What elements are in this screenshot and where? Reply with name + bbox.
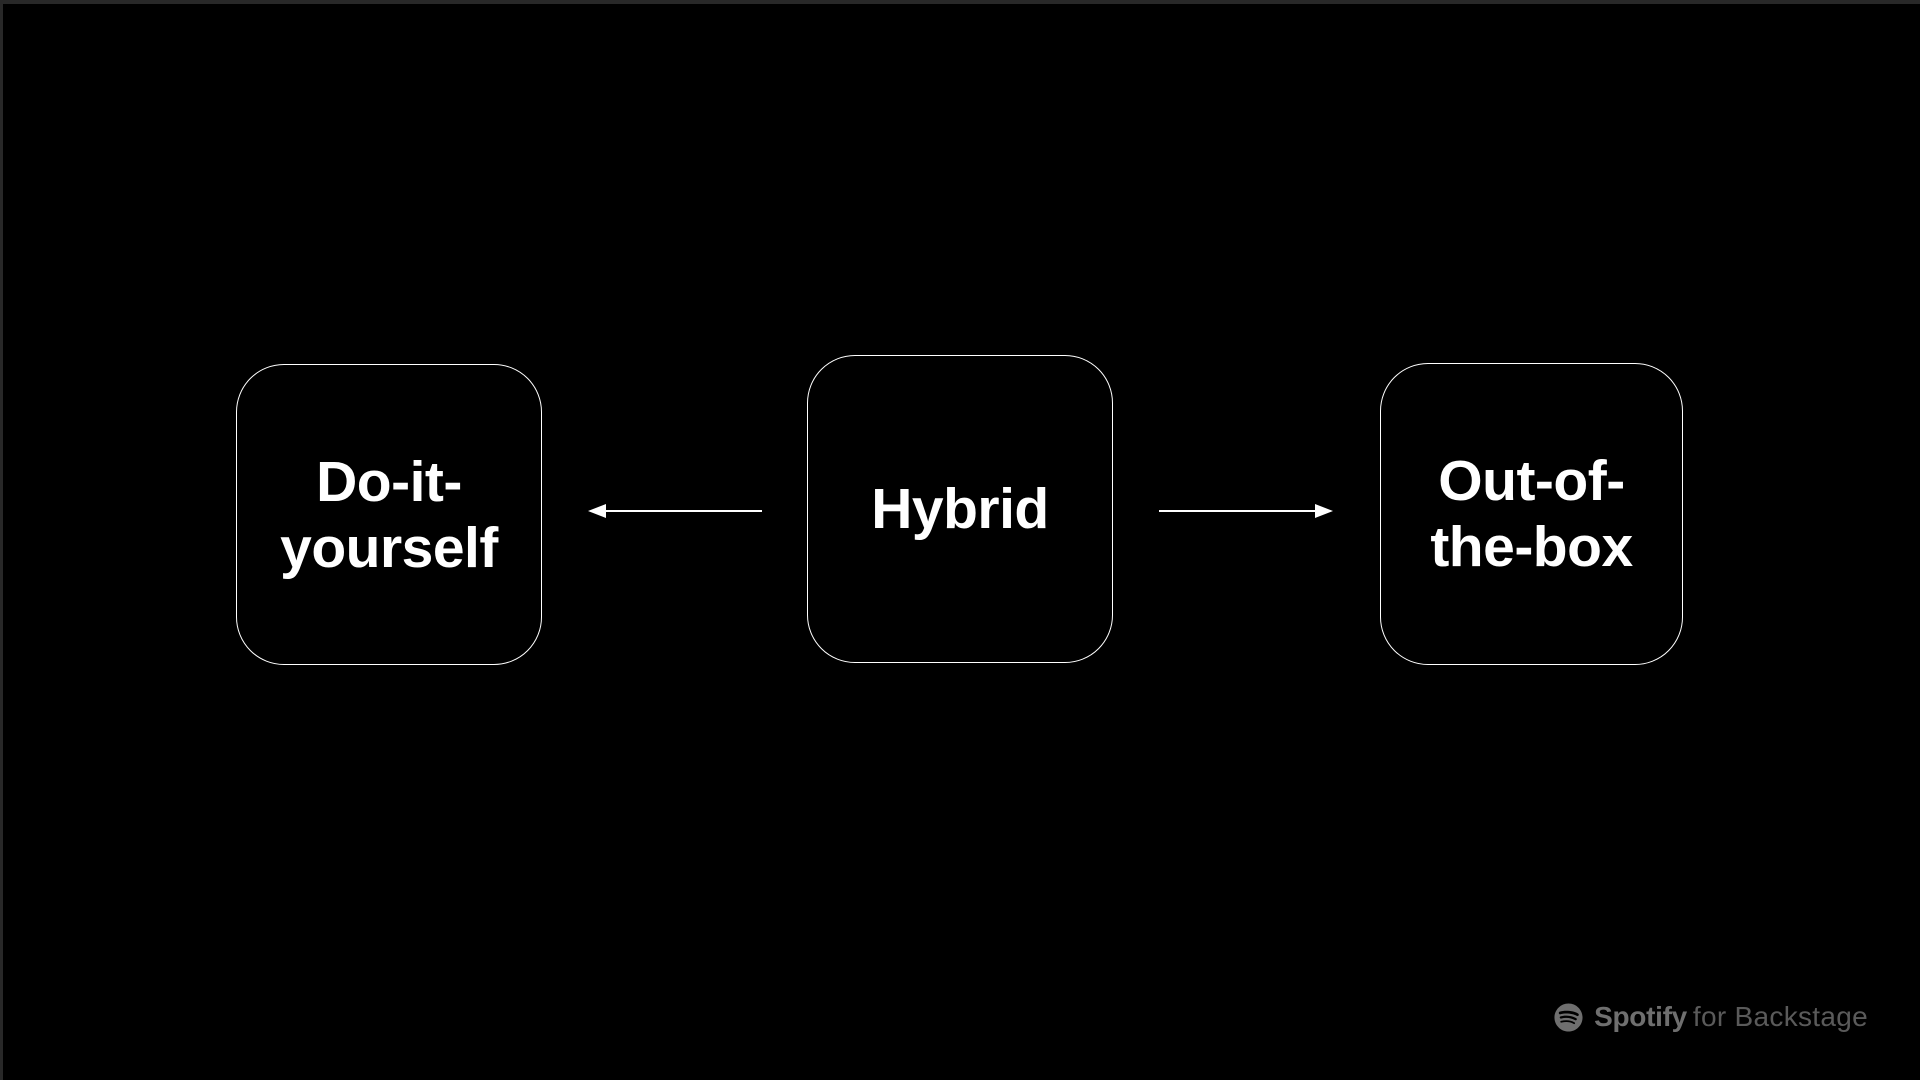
arrow-shaft [604,510,762,512]
node-label-line: Hybrid [871,477,1049,541]
node-label-line: yourself [280,515,498,580]
node-out-of-the-box: Out-of- the-box [1380,363,1683,665]
footer-brand-name: Spotify [1594,1001,1687,1032]
spotify-icon [1554,1002,1583,1032]
footer-brand-suffix: for Backstage [1692,1001,1868,1032]
node-label-line: Out-of- [1438,449,1625,513]
arrow-shaft [1159,510,1317,512]
arrow-hybrid-to-do-it-yourself [588,504,762,518]
arrow-hybrid-to-out-of-the-box [1159,504,1333,518]
arrowhead-right-icon [1315,504,1333,518]
arrowhead-left-icon [588,504,606,518]
frame-edge-top [0,0,1920,4]
frame-edge-left [0,0,3,1080]
node-label-line: the-box [1430,515,1633,579]
node-do-it-yourself: Do-it- yourself [236,364,542,665]
node-hybrid: Hybrid [807,355,1113,663]
node-label-line: Do-it- [316,449,462,514]
